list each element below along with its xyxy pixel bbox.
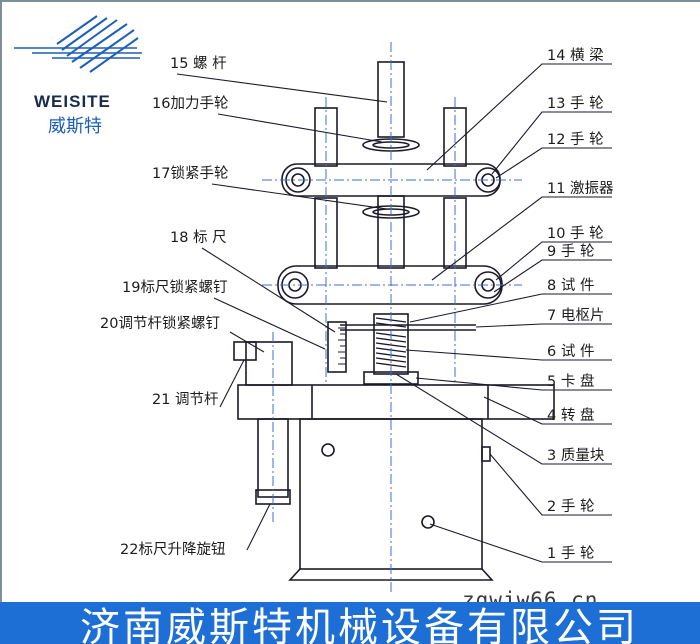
vibration-tester-drawing (176, 42, 612, 592)
label-handwheel-1: 1 手 轮 (547, 546, 595, 562)
company-footer-banner: 济南威斯特机械设备有限公司 (0, 602, 700, 644)
label-scale-lift-knob: 22标尺升降旋钮 (120, 542, 226, 558)
label-scale: 18 标 尺 (170, 230, 227, 246)
scale-ruler (327, 321, 347, 373)
label-mass-block: 3 质量块 (547, 448, 605, 464)
diagram-canvas: WEISITE 威斯特 (0, 0, 700, 602)
label-handwheel-9: 9 手 轮 (547, 244, 595, 260)
label-turntable: 4 转 盘 (547, 408, 595, 424)
label-handwheel-2: 2 手 轮 (547, 499, 595, 515)
label-handwheel-12: 12 手 轮 (547, 132, 604, 148)
label-screw-rod: 15 螺 杆 (170, 56, 227, 72)
label-force-handwheel: 16加力手轮 (152, 96, 229, 112)
label-crossbeam: 14 横 梁 (547, 48, 604, 64)
label-test-piece-8: 8 试 件 (547, 278, 595, 294)
company-name: 济南威斯特机械设备有限公司 (80, 605, 639, 644)
company-logo-icon (14, 15, 142, 73)
label-armature-plate: 7 电枢片 (547, 308, 605, 324)
label-lock-handwheel: 17锁紧手轮 (152, 166, 229, 182)
label-scale-lock-screw: 19标尺锁紧螺钉 (122, 280, 228, 296)
label-chuck: 5 卡 盘 (547, 374, 595, 390)
label-adjusting-rod: 21 调节杆 (152, 392, 219, 408)
turntable (237, 384, 555, 420)
label-handwheel-13: 13 手 轮 (547, 96, 604, 112)
label-test-piece-6: 6 试 件 (547, 344, 595, 360)
label-exciter: 11 激振器 (547, 181, 614, 197)
label-adjust-rod-lock-screw: 20调节杆锁紧螺钉 (100, 316, 220, 332)
logo-brand-text: WEISITE (34, 92, 111, 111)
label-handwheel-10: 10 手 轮 (547, 226, 604, 242)
logo-chinese-text: 威斯特 (48, 116, 102, 137)
